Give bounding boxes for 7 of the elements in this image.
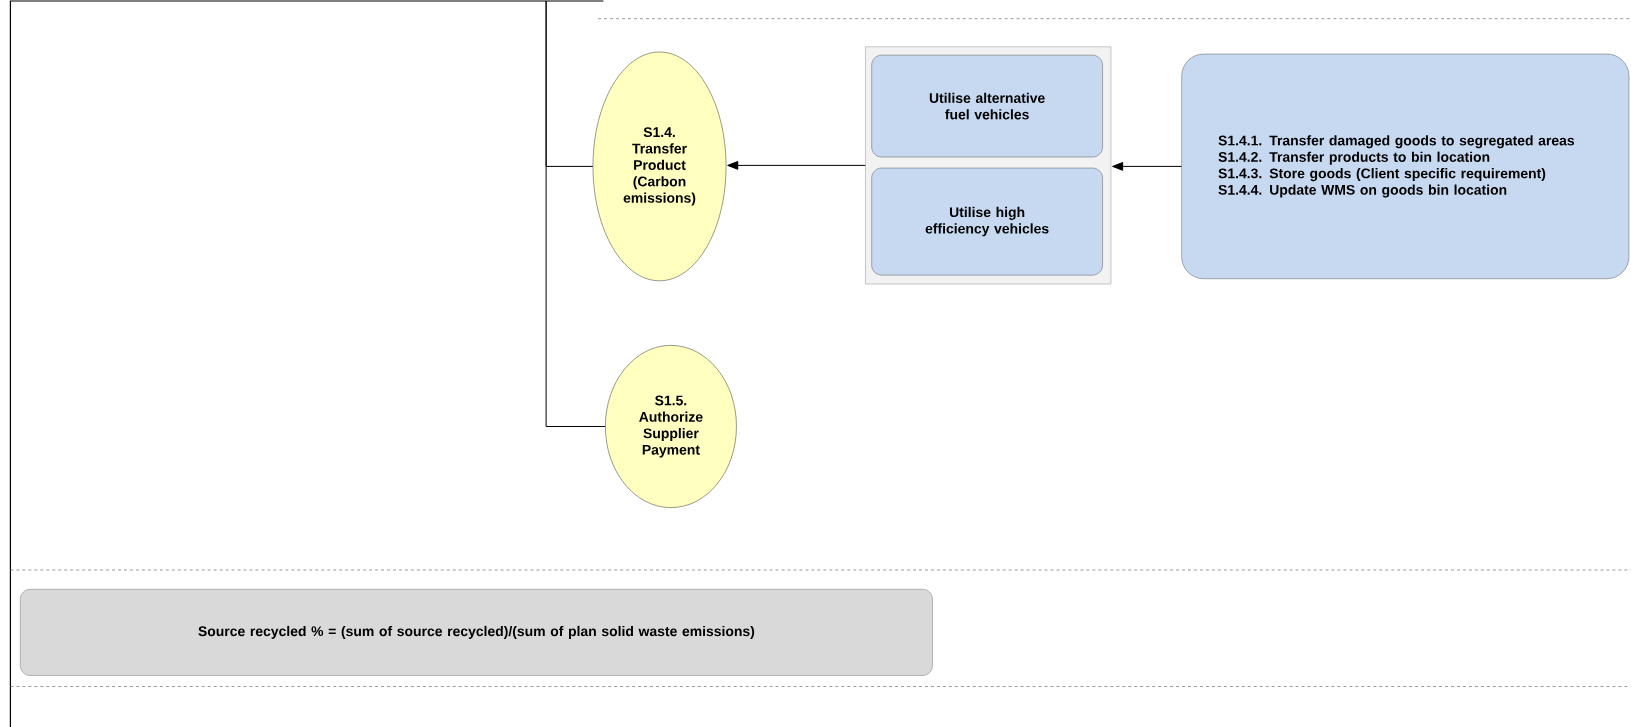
arrow	[1112, 162, 1182, 171]
formula-box: Source recycled % = (sum of source recycled)/(sum of plan solid waste emissions)	[20, 589, 933, 676]
action-box: Utilise high efficiency vehicles	[871, 167, 1103, 276]
action-box: Utilise alternative fuel vehicles	[871, 54, 1103, 158]
arrow	[727, 161, 866, 170]
connector-line	[545, 0, 606, 427]
activity-box: S1.4.1. Transfer damaged goods to segregated areas S1.4.2. Transfer products to bin location S1.4.3. Store goods (Client specific requirement) S1.4.4. Update WMS on goods bin location	[1181, 53, 1630, 279]
